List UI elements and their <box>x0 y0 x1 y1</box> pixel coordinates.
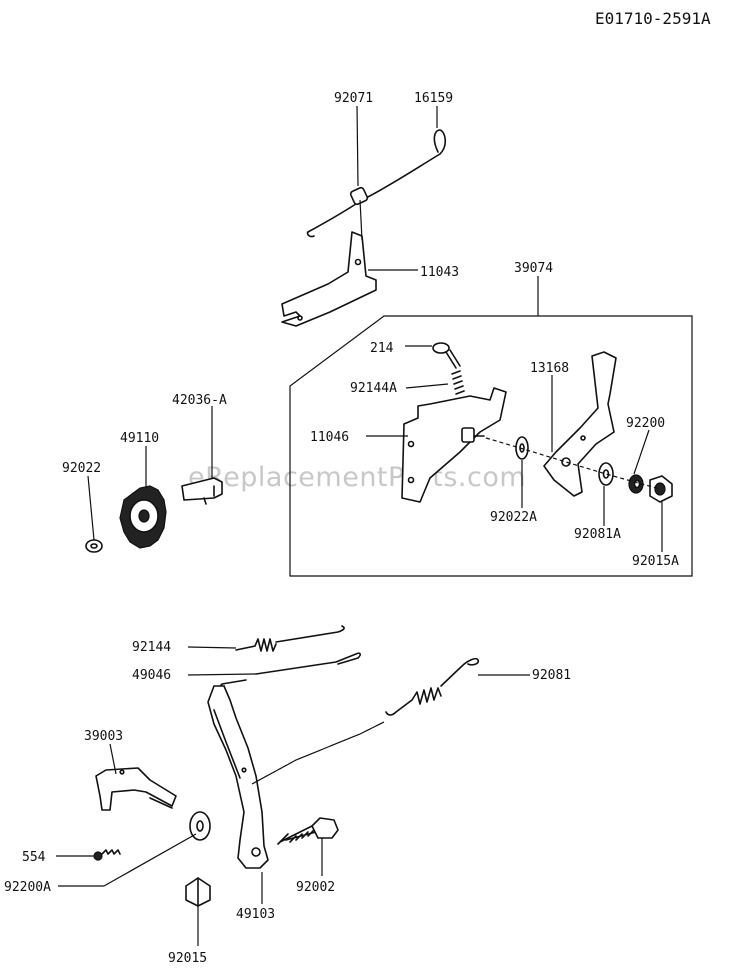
label-49103[interactable]: 49103 <box>236 907 275 922</box>
label-92081[interactable]: 92081 <box>532 668 571 683</box>
part-49110-gear[interactable] <box>119 485 167 549</box>
part-42036A-shaft[interactable] <box>181 477 223 505</box>
assembly-axis <box>485 437 661 490</box>
label-214[interactable]: 214 <box>370 341 394 356</box>
part-92071-choke-wire[interactable] <box>306 129 447 238</box>
part-13168-throttle-lever[interactable] <box>543 351 617 497</box>
label-92144[interactable]: 92144 <box>132 640 171 655</box>
part-11043-bracket[interactable] <box>281 231 377 327</box>
label-92022[interactable]: 92022 <box>62 461 101 476</box>
part-11046-lever-plate[interactable] <box>401 387 507 503</box>
label-92200A[interactable]: 92200A <box>4 880 51 895</box>
label-42036-A[interactable]: 42036-A <box>172 393 227 408</box>
part-49103-governor-arm[interactable] <box>207 685 385 869</box>
label-39074[interactable]: 39074 <box>514 261 553 276</box>
label-92002[interactable]: 92002 <box>296 880 335 895</box>
label-11043[interactable]: 11043 <box>420 265 459 280</box>
watermark: eReplacementParts.com <box>188 462 526 493</box>
part-92002-bolt[interactable] <box>277 817 339 845</box>
diagram-code: E01710-2591A <box>595 9 711 28</box>
label-13168[interactable]: 13168 <box>530 361 569 376</box>
label-49046[interactable]: 49046 <box>132 668 171 683</box>
part-92022-washer[interactable] <box>85 539 103 553</box>
label-92015A[interactable]: 92015A <box>632 554 679 569</box>
part-labels: 92071 16159 11043 39074 214 92144A 13168… <box>4 91 679 966</box>
label-16159[interactable]: 16159 <box>414 91 453 106</box>
part-214-screw[interactable] <box>432 342 461 369</box>
label-92200[interactable]: 92200 <box>626 416 665 431</box>
part-92015-nut[interactable] <box>185 877 211 907</box>
label-11046[interactable]: 11046 <box>310 430 349 445</box>
part-92081-spring[interactable] <box>385 657 480 716</box>
leader-lines <box>56 105 663 946</box>
part-92144-spring[interactable] <box>235 625 345 652</box>
label-92071[interactable]: 92071 <box>334 91 373 106</box>
label-39003[interactable]: 39003 <box>84 729 123 744</box>
part-49046-rod[interactable] <box>219 652 361 688</box>
label-49110[interactable]: 49110 <box>120 431 159 446</box>
label-554[interactable]: 554 <box>22 850 46 865</box>
label-92144A[interactable]: 92144A <box>350 381 397 396</box>
label-92081A[interactable]: 92081A <box>574 527 621 542</box>
group-box <box>289 315 693 577</box>
part-92144A-spring[interactable] <box>451 370 465 395</box>
part-39003-bracket[interactable] <box>95 767 177 811</box>
part-92200A-washer[interactable] <box>189 811 211 841</box>
part-554-screw[interactable] <box>93 849 121 861</box>
part-92015A-nut[interactable] <box>649 475 673 503</box>
label-92015[interactable]: 92015 <box>168 951 207 966</box>
part-92081A-washer[interactable] <box>598 462 614 486</box>
label-92022A[interactable]: 92022A <box>490 510 537 525</box>
